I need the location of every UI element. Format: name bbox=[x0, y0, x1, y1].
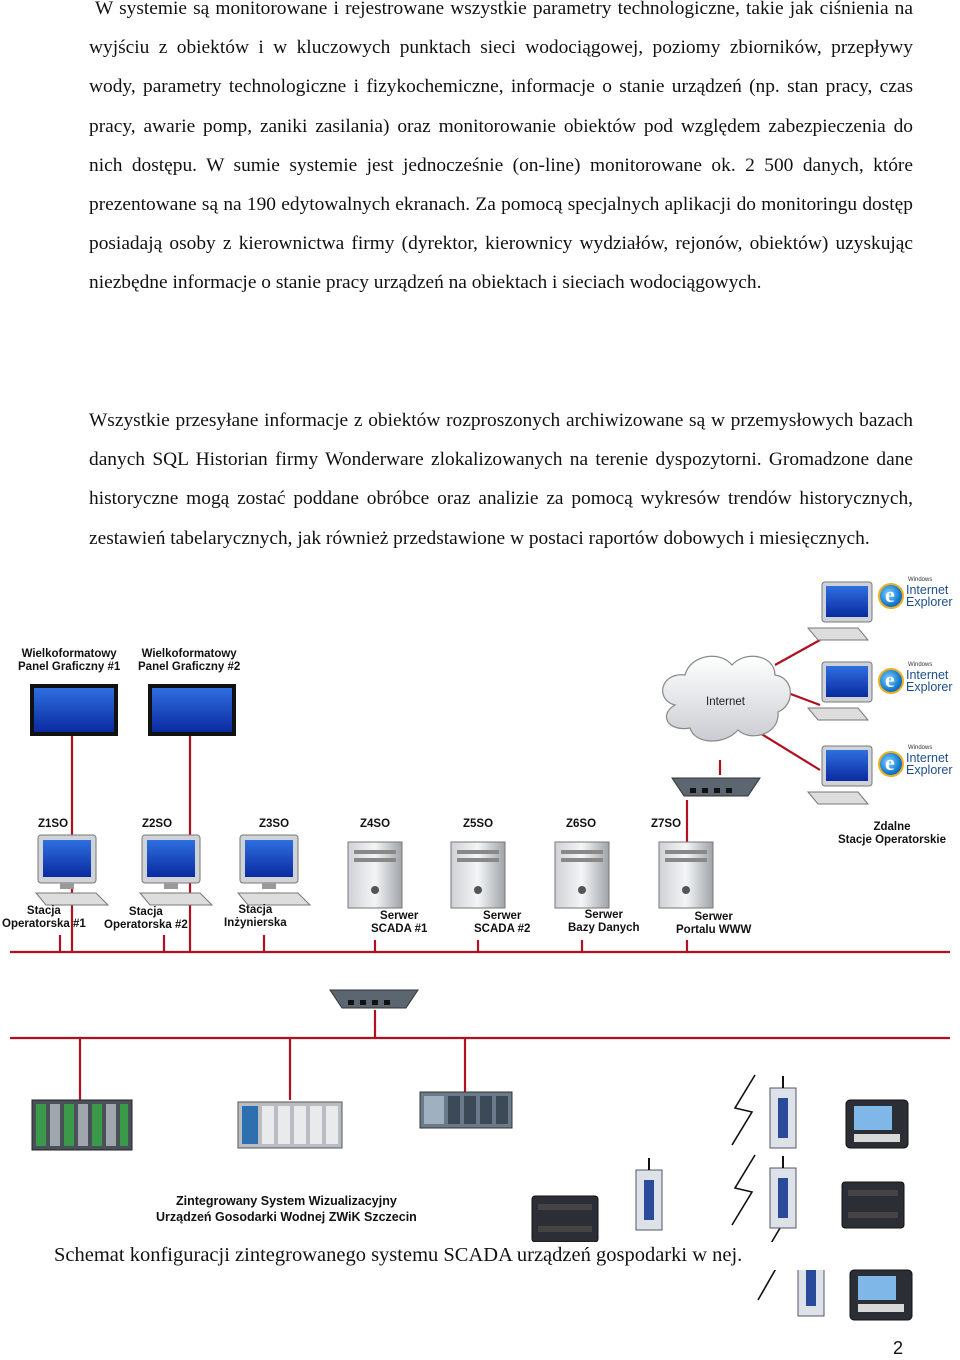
ie-icon bbox=[878, 667, 904, 694]
z7so-label: Z7SO bbox=[651, 818, 682, 830]
hmi-controller-2 bbox=[849, 1269, 913, 1321]
radio-modem-2 bbox=[769, 1156, 797, 1229]
ie-icon bbox=[878, 582, 904, 609]
wall-panel-2 bbox=[148, 684, 236, 736]
workstation-2 bbox=[138, 834, 214, 906]
server-1 bbox=[347, 841, 403, 909]
workstation-3 bbox=[236, 834, 312, 906]
z3so-label: Z3SO bbox=[259, 818, 290, 830]
plc-rack-2 bbox=[237, 1101, 343, 1149]
plc-rack-3 bbox=[419, 1091, 513, 1129]
plc-rack-1 bbox=[31, 1099, 133, 1151]
wall-panel-1 bbox=[30, 684, 118, 736]
internet-label: Internet bbox=[706, 696, 745, 708]
internet-cloud bbox=[662, 655, 791, 742]
plc-compact-1 bbox=[841, 1181, 905, 1229]
remote-pc-2 bbox=[806, 661, 873, 721]
radio-modem-1 bbox=[769, 1076, 797, 1149]
workstation-1 bbox=[34, 834, 110, 906]
paragraph-1: W systemie są monitorowane i rejestrowan… bbox=[89, 0, 913, 294]
page-number: 2 bbox=[893, 1338, 904, 1358]
z1so-label: Z1SO bbox=[38, 818, 69, 830]
z2so-label: Z2SO bbox=[142, 818, 173, 830]
server-3 bbox=[554, 841, 610, 909]
server-4 bbox=[658, 841, 714, 909]
z5so-label: Z5SO bbox=[463, 818, 494, 830]
plc-compact-2 bbox=[531, 1195, 599, 1243]
server-2 bbox=[450, 841, 506, 909]
switch-top bbox=[671, 777, 761, 797]
remote-pc-1 bbox=[806, 581, 873, 641]
network-lines bbox=[10, 639, 950, 1301]
radio-modem-3 bbox=[635, 1158, 663, 1231]
remote-pc-3 bbox=[806, 745, 873, 805]
switch-bottom bbox=[329, 989, 419, 1009]
z4so-label: Z4SO bbox=[360, 818, 391, 830]
ie-icon bbox=[878, 750, 904, 777]
z6so-label: Z6SO bbox=[566, 818, 597, 830]
paragraph-2: Wszystkie przesyłane informacje z obiekt… bbox=[89, 410, 913, 549]
figure-caption: Schemat konfiguracji zintegrowanego syst… bbox=[54, 1244, 743, 1266]
hmi-controller-1 bbox=[845, 1099, 909, 1149]
